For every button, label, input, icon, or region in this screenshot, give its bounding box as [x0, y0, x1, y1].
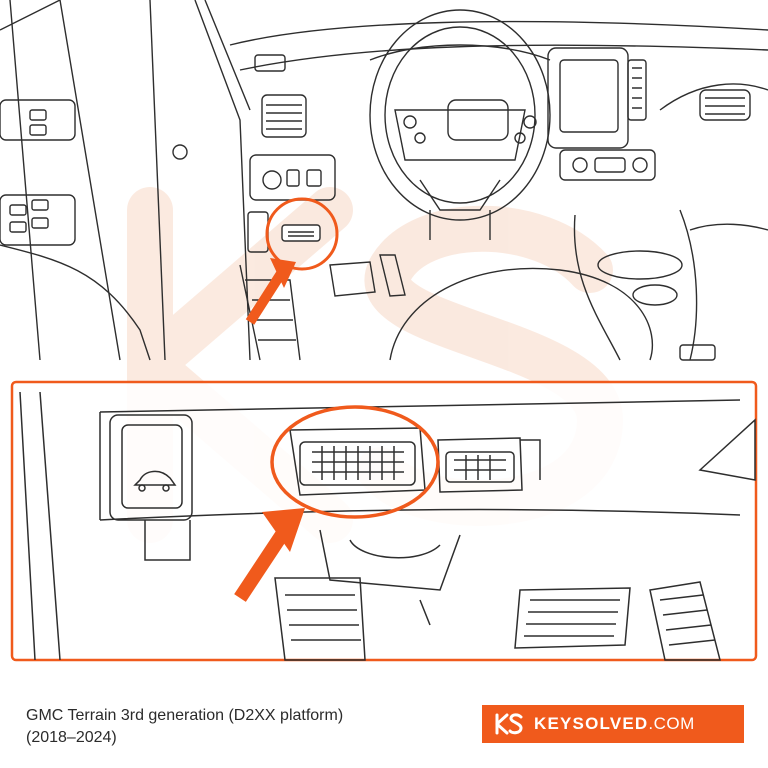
brand-badge[interactable]: KEYSOLVED .COM [482, 705, 744, 743]
steering-wheel [369, 9, 551, 240]
bottom-pointer-arrow [234, 508, 305, 602]
vehicle-caption: GMC Terrain 3rd generation (D2XX platfor… [26, 705, 456, 749]
secondary-connector [437, 437, 523, 493]
vehicle-caption-line2: (2018–2024) [26, 729, 117, 746]
center-console [573, 209, 768, 361]
center-infotainment [547, 47, 656, 181]
door-lock-knob [172, 144, 188, 160]
vehicle-caption-line1: GMC Terrain 3rd generation (D2XX platfor… [26, 707, 344, 724]
obd-port-location-highlight [265, 197, 339, 271]
ks-logo-icon [495, 713, 523, 735]
top-pedals [329, 254, 406, 297]
accelerator-pedal [514, 587, 631, 649]
hood-release-lever [109, 414, 193, 561]
right-air-vent [699, 89, 751, 121]
top-pointer-arrow [245, 258, 296, 325]
brand-domain: .COM [648, 714, 695, 733]
left-air-vent [254, 54, 307, 138]
brake-pedal [274, 577, 366, 661]
door-switch-panel [0, 99, 76, 246]
obd-port-detail-inset [10, 380, 758, 662]
top-interior-scene [0, 0, 768, 361]
brand-name: KEYSOLVED [534, 714, 649, 733]
obd-port-closeup-highlight [270, 405, 440, 519]
footrest [649, 581, 721, 661]
car-interior-illustration [0, 0, 768, 662]
